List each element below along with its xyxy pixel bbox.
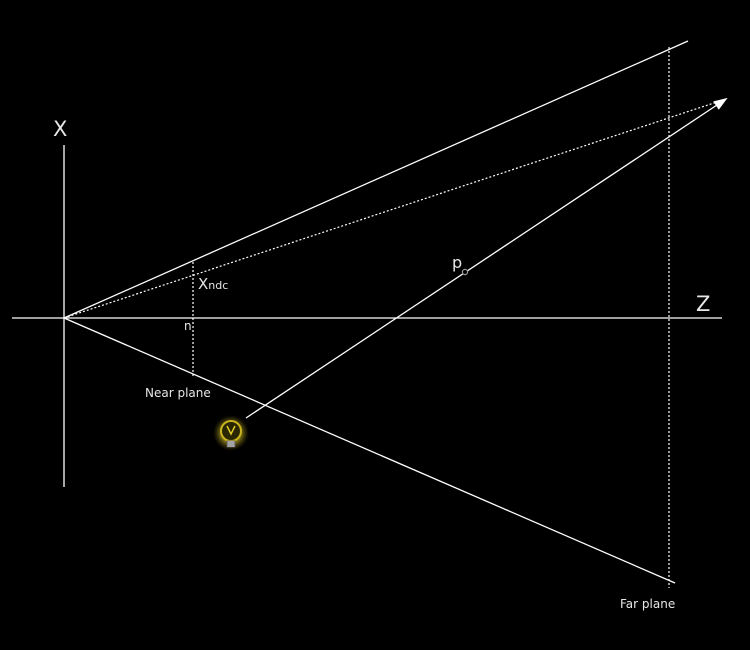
- n-label: n: [184, 319, 192, 333]
- x-ndc-label: Xndc: [198, 275, 228, 293]
- light-direction-arrow: [245, 97, 728, 419]
- x-ndc-main: X: [198, 275, 208, 293]
- point-p-marker: [461, 268, 469, 276]
- frustum-top-edge: [63, 40, 689, 319]
- x-ndc-subscript: ndc: [208, 279, 228, 292]
- near-plane-label: Near plane: [145, 386, 211, 400]
- projection-ray: [63, 98, 727, 319]
- p-label: p: [452, 253, 462, 272]
- z-axis-label: Z: [696, 292, 710, 316]
- x-axis-label: X: [53, 117, 67, 141]
- frustum-bottom-edge: [63, 317, 676, 584]
- lightbulb-icon: [213, 415, 249, 451]
- far-plane-label: Far plane: [620, 597, 675, 611]
